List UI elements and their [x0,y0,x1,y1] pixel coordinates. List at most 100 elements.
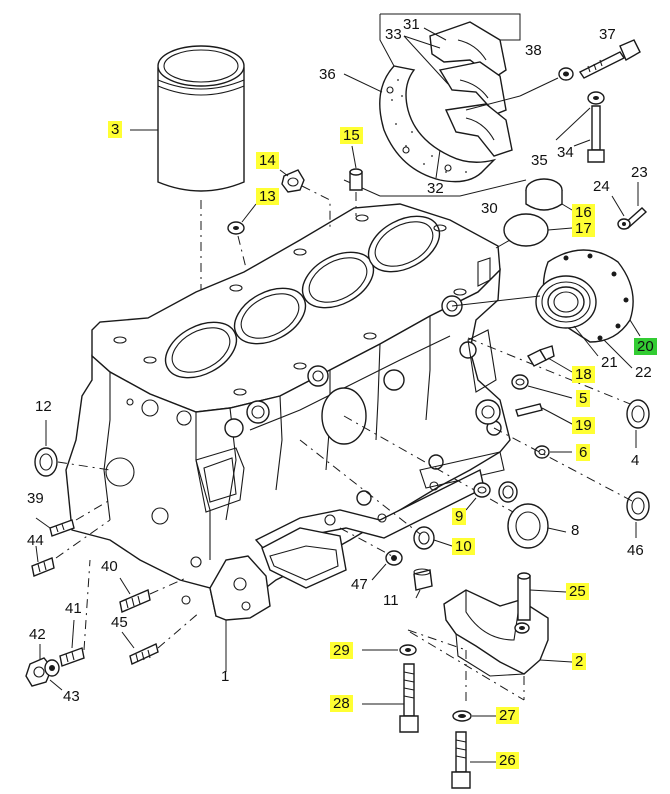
plug-13-axis [237,235,247,269]
callout-18: 18 [572,366,595,383]
leader-25 [529,589,567,593]
washer-38 [558,67,574,81]
leader-2 [539,659,573,663]
stud-45-axis [157,611,201,649]
callout-13: 13 [256,188,279,205]
plug-12 [34,447,58,477]
leader-8 [547,527,567,533]
leader-17 [547,227,573,231]
engine-block [65,203,511,621]
plug-5 [511,374,529,390]
thrust-washer-assembly [379,13,521,183]
washer-29 [399,644,417,656]
plug-6 [534,445,550,459]
leader-34 [573,139,591,147]
bushing-8 [498,481,549,549]
callout-32: 32 [427,180,444,197]
callout-44: 44 [27,532,44,549]
leader-44 [35,545,39,563]
leader-38 [519,77,559,97]
stud-axis-a [75,499,111,521]
callout-11: 11 [383,592,399,609]
callout-1: 1 [221,668,230,685]
nut-42-washer-43 [25,657,60,687]
bolt-34 [587,91,605,163]
plug-46 [626,491,650,521]
callout-21: 21 [601,354,618,371]
leader-38b [465,95,521,111]
leader-20b [451,295,541,307]
stud-41-axis [83,559,91,651]
cam-axis-line [343,415,521,517]
leader-33b [403,35,449,85]
pin-19 [515,403,543,417]
callout-33: 33 [385,26,402,43]
leader-10 [433,539,453,547]
callout-39: 39 [27,490,44,507]
callout-6: 6 [576,444,591,461]
cap-axis-line-d [409,631,525,701]
stud-39-44 [31,519,75,577]
callout-10: 10 [452,538,475,555]
stud-41 [59,647,85,667]
leader-45 [121,631,135,649]
leader-43 [49,679,63,691]
callout-40: 40 [101,558,118,575]
callout-34: 34 [557,144,574,161]
callout-2: 2 [572,653,587,670]
plug-9 [473,482,491,498]
leader-41 [71,619,75,649]
callout-16: 16 [572,204,595,221]
leader-16 [561,203,573,211]
leader-21 [573,325,599,357]
callout-15: 15 [340,127,363,144]
fitting-18 [527,345,555,367]
rear-axis-line [467,337,641,409]
callout-43: 43 [63,688,80,705]
stud-40-axis [149,577,187,595]
drain-axis-line [339,527,393,557]
leader-36 [343,73,383,93]
bore-axis-line [299,439,421,535]
bolt-26 [451,731,471,789]
leader-14 [279,169,289,177]
callout-46: 46 [627,542,644,559]
stud-45 [129,643,159,665]
bolt-23 [617,207,648,230]
callout-30: 30 [481,200,498,217]
cylinder-liner [157,45,245,192]
callout-45: 45 [111,614,128,631]
callout-22: 22 [635,364,652,381]
leader-35 [555,107,591,141]
leader-17b [495,239,511,249]
leader-13 [241,203,257,223]
dowel-25 [517,572,531,621]
callout-47: 47 [351,576,368,593]
leader-9 [465,497,477,511]
plug-47 [385,550,403,566]
callout-24: 24 [593,178,610,195]
rear-seal-housing-20 [535,249,634,343]
bolt-37 [578,39,641,79]
callout-27: 27 [496,707,519,724]
bearing-cap-2 [443,589,549,677]
bolt-28 [399,663,419,733]
leader-33a [403,35,441,49]
callout-25: 25 [566,583,589,600]
seal-17 [503,213,549,247]
callout-36: 36 [319,66,336,83]
leader-15 [351,145,357,169]
plug-11 [413,568,433,591]
callout-20: 20 [634,338,657,355]
callout-14: 14 [256,152,279,169]
leader-30 [380,179,527,197]
callout-3: 3 [108,121,123,138]
leader-24 [611,195,625,217]
callout-31: 31 [403,16,420,33]
plug-13 [227,221,245,235]
leader-32 [435,149,441,179]
plug-16 [525,178,563,211]
washer-27 [452,710,472,722]
